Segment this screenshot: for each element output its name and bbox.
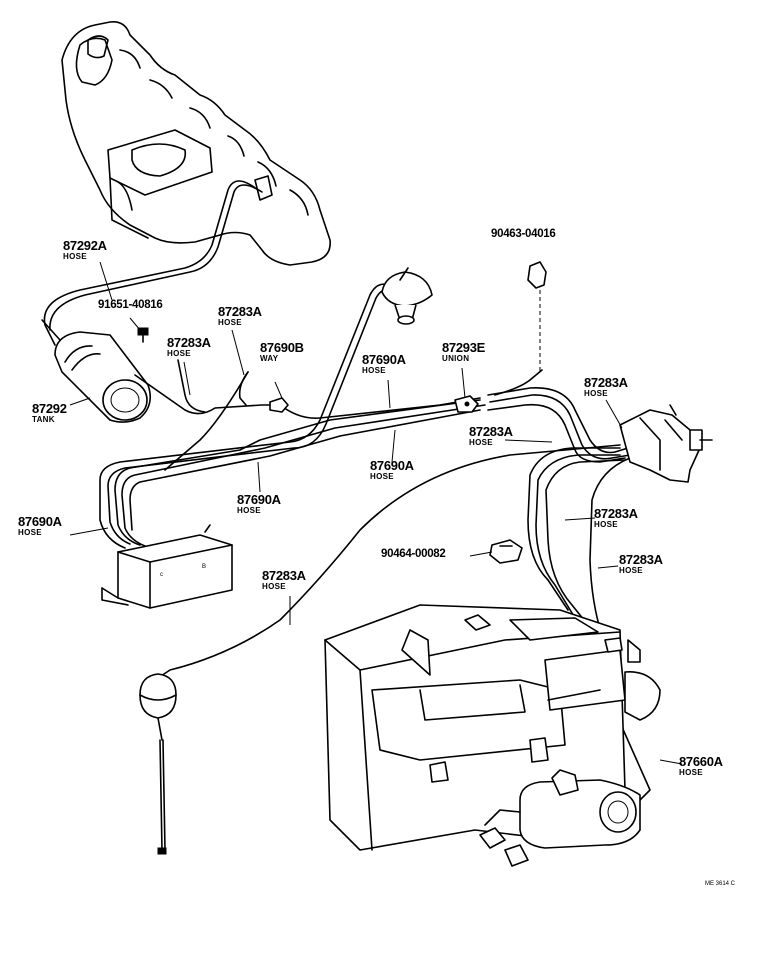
part-description: HOSE xyxy=(218,318,242,327)
figure-code: ME 3614 C xyxy=(705,881,736,887)
part-number: 87283A xyxy=(262,568,306,583)
leader-lines xyxy=(69,261,683,765)
part-description: HOSE xyxy=(63,252,87,261)
label-90463-04016: 90463-04016 xyxy=(491,228,556,241)
label-90464-00082: 90464-00082 xyxy=(381,548,446,561)
vacuum-tank xyxy=(41,319,151,423)
part-description: HOSE xyxy=(619,566,643,575)
label-87690a-hose-1: 87690A HOSE xyxy=(362,353,406,375)
label-87283a-hose-5: 87283A HOSE xyxy=(262,569,306,591)
label-87690a-hose-2: 87690A HOSE xyxy=(370,459,414,481)
part-description: HOSE xyxy=(469,438,493,447)
part-number: 87690A xyxy=(237,492,281,507)
diaphragm-actuator-top xyxy=(381,267,433,325)
part-number: 87690A xyxy=(18,514,62,529)
part-number: 91651-40816 xyxy=(98,299,163,311)
part-description: HOSE xyxy=(362,366,386,375)
label-87283a-hose-4: 87283A HOSE xyxy=(469,425,513,447)
union-fitting xyxy=(454,395,479,413)
part-description: WAY xyxy=(260,354,279,363)
part-number: 90463-04016 xyxy=(491,228,556,240)
part-description: HOSE xyxy=(594,520,618,529)
part-number: 87283A xyxy=(594,506,638,521)
part-description: TANK xyxy=(32,415,55,424)
label-87292-tank: 87292 TANK xyxy=(32,402,67,424)
part-number: 87690A xyxy=(362,352,406,367)
svg-text:c: c xyxy=(160,572,163,578)
way-fitting xyxy=(269,397,289,413)
clip-90464 xyxy=(489,539,523,564)
svg-text:B: B xyxy=(202,564,206,570)
clip-90463 xyxy=(527,261,547,289)
label-87660a-hose: 87660A HOSE xyxy=(679,755,723,777)
label-87690a-hose-3: 87690A HOSE xyxy=(237,493,281,515)
part-number: 87660A xyxy=(679,754,723,769)
label-87283a-hose-3: 87283A HOSE xyxy=(584,376,628,398)
part-description: HOSE xyxy=(237,506,261,515)
part-number: 87283A xyxy=(167,335,211,350)
vacuum-valve-cluster xyxy=(619,404,713,483)
label-87283a-hose-6: 87283A HOSE xyxy=(594,507,638,529)
control-box-left: c B xyxy=(101,524,233,609)
part-number: 87292A xyxy=(63,238,107,253)
label-87283a-hose-7: 87283A HOSE xyxy=(619,553,663,575)
intake-manifold xyxy=(61,20,331,266)
part-description: HOSE xyxy=(262,582,286,591)
part-number: 87283A xyxy=(469,424,513,439)
part-description: HOSE xyxy=(18,528,42,537)
part-description: HOSE xyxy=(370,472,394,481)
part-number: 87283A xyxy=(619,552,663,567)
part-number: 87283A xyxy=(584,375,628,390)
label-87283a-hose-1: 87283A HOSE xyxy=(218,305,262,327)
label-91651-40816: 91651-40816 xyxy=(98,299,163,312)
part-description: HOSE xyxy=(167,349,191,358)
heater-unit xyxy=(324,604,661,867)
label-87292a-hose: 87292A HOSE xyxy=(63,239,107,261)
label-87293e-union: 87293E UNION xyxy=(442,341,485,363)
part-description: HOSE xyxy=(679,768,703,777)
part-description: UNION xyxy=(442,354,470,363)
part-number: 87293E xyxy=(442,340,486,355)
part-number: 90464-00082 xyxy=(381,548,446,560)
part-description: HOSE xyxy=(584,389,608,398)
label-87690a-hose-4: 87690A HOSE xyxy=(18,515,62,537)
diaphragm-actuator-bottom xyxy=(139,673,177,855)
part-number: 87283A xyxy=(218,304,262,319)
part-number: 87690A xyxy=(370,458,414,473)
label-87690b-way: 87690B WAY xyxy=(260,341,304,363)
part-number: 87292 xyxy=(32,401,67,416)
label-87283a-hose-2: 87283A HOSE xyxy=(167,336,211,358)
hose-lines xyxy=(43,180,651,801)
part-number: 87690B xyxy=(260,340,304,355)
